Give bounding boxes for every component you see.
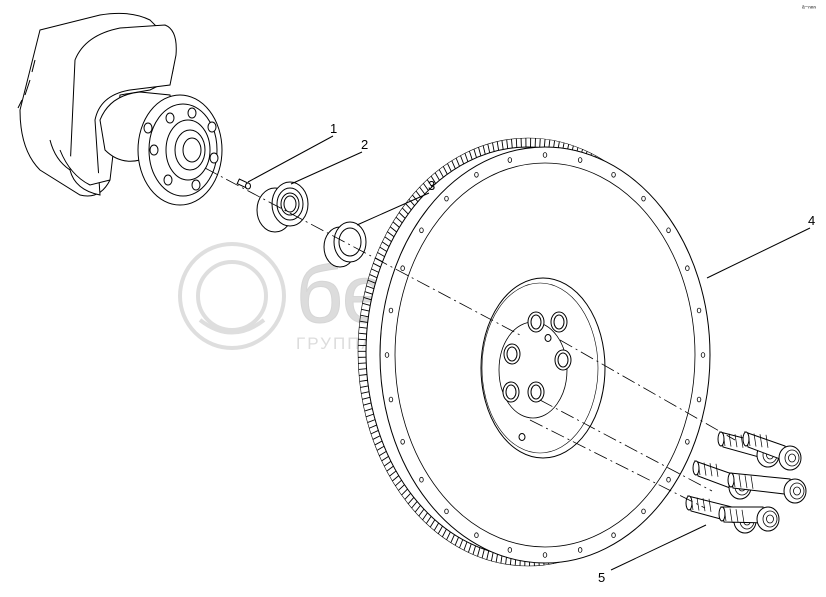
- leader-lines: [247, 135, 811, 571]
- dowel-pin: [236, 178, 251, 190]
- corner-mark: ᵃ⁻ⁿⁿⁿ: [802, 5, 816, 12]
- leader-1: [247, 135, 334, 183]
- watermark-logo-icon: [178, 242, 286, 350]
- callout-1: 1: [330, 121, 337, 136]
- flywheel-bolts: [685, 431, 807, 534]
- seal-ring: [323, 221, 367, 268]
- callout-4: 4: [808, 213, 815, 228]
- hub-bolt-holes: [502, 311, 572, 403]
- crankshaft: [17, 12, 223, 206]
- leader-5: [610, 524, 707, 571]
- leader-3: [356, 192, 430, 226]
- callout-5: 5: [598, 570, 605, 585]
- leader-2: [290, 151, 363, 185]
- leader-4: [706, 227, 811, 279]
- callout-2: 2: [361, 137, 368, 152]
- pilot-bearing: [256, 181, 309, 233]
- callout-3: 3: [428, 178, 435, 193]
- center-lines: [204, 167, 736, 509]
- flywheel: [357, 137, 711, 567]
- rim-holes: [384, 152, 706, 558]
